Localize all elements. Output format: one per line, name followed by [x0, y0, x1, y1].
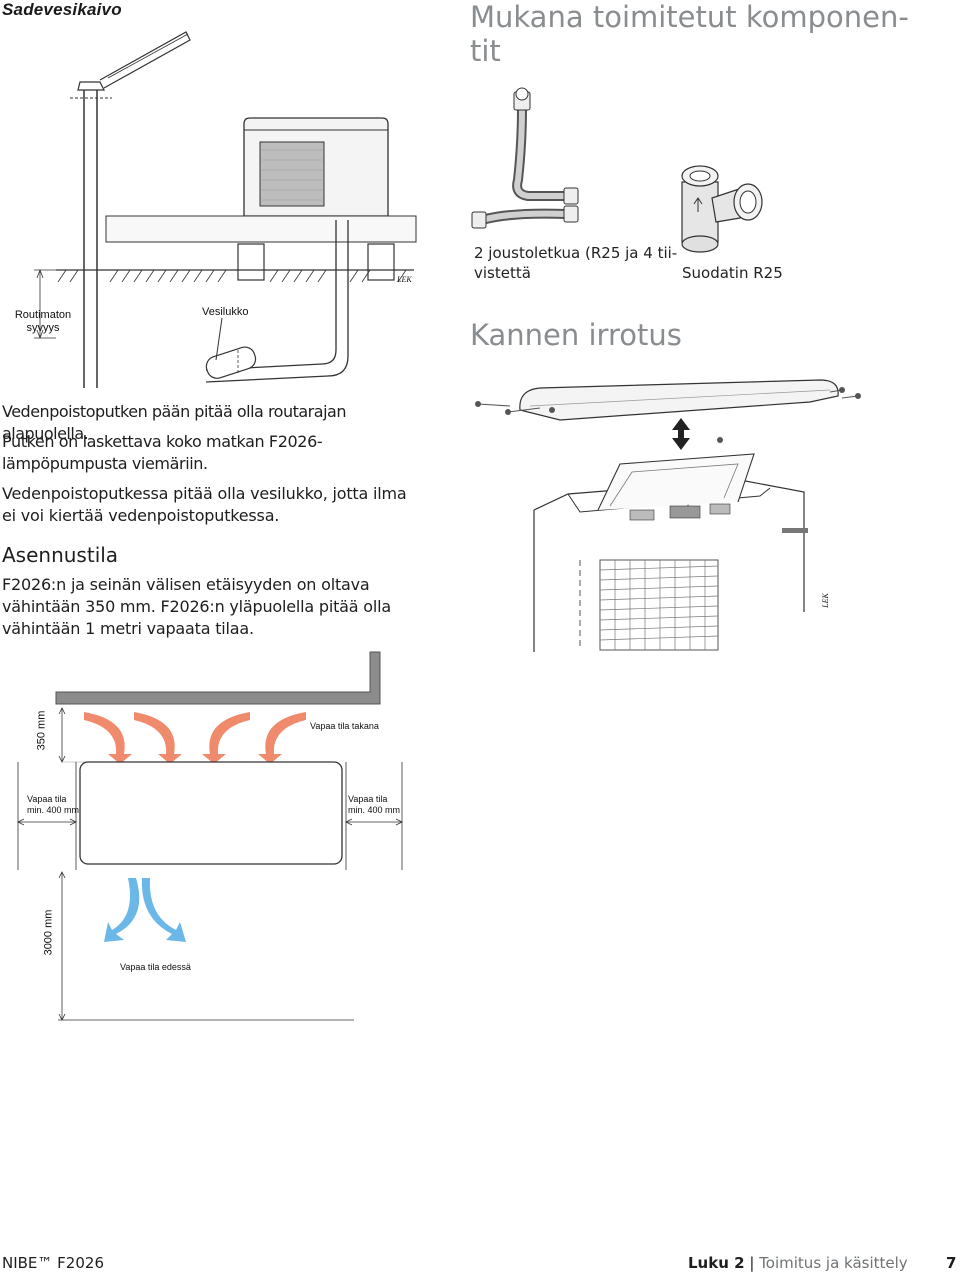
- clearance-diagram: [17, 651, 403, 1021]
- water-trap-label: Vesilukko: [202, 306, 249, 318]
- page-number: 7: [946, 1254, 957, 1272]
- section-title: Sadevesikaivo: [2, 0, 122, 19]
- drain-text-2: Putken on laskettava koko matkan F2026-l…: [2, 432, 323, 473]
- frost-depth-label: Routimaton syvyys: [14, 309, 72, 334]
- front-airflow-arrows: [104, 878, 186, 942]
- hose-caption: 2 joustoletkua (R25 ja 4 tii- vistettä: [474, 244, 678, 282]
- cover-stamp: LEK: [820, 593, 830, 608]
- filter-illustration: [681, 165, 763, 253]
- footer-separator: |: [749, 1254, 755, 1272]
- drain-stamp: LEK: [397, 275, 412, 284]
- installation-space-text: F2026:n ja seinän välisen etäisyyden on …: [2, 575, 391, 638]
- footer-chapter-name: Toimitus ja käsittely: [759, 1254, 908, 1272]
- footer-brand: NIBE™ F2026: [2, 1254, 104, 1272]
- cover-removal-title: Kannen irrotus: [470, 318, 682, 352]
- filter-caption: Suodatin R25: [682, 264, 783, 282]
- front-clearance-label: Vapaa tila edessä: [120, 962, 191, 972]
- rear-clearance-dimension: 350 mm: [35, 710, 48, 751]
- footer-chapter: Luku 2 | Toimitus ja käsittely: [688, 1254, 908, 1272]
- hose-illustration: [471, 87, 579, 229]
- rear-clearance-label: Vapaa tila takana: [310, 721, 379, 731]
- installation-space-heading: Asennustila: [2, 543, 119, 567]
- front-clearance-dimension: 3000 mm: [42, 909, 55, 956]
- right-clearance-label: Vapaa tila min. 400 mm: [348, 794, 401, 815]
- components-title: Mukana toimitetut komponen- tit: [470, 0, 909, 68]
- cover-removal-illustration: [475, 379, 861, 652]
- drain-text-1: Vedenpoistoputken pään pitää olla routar…: [2, 402, 346, 443]
- drain-diagram: [34, 31, 417, 388]
- lift-arrow-top: [672, 418, 690, 450]
- left-clearance-label: Vapaa tila min. 400 mm: [27, 794, 80, 815]
- footer-chapter-prefix: Luku 2: [688, 1254, 745, 1272]
- rear-airflow-arrows: [84, 712, 306, 764]
- drain-text-3: Vedenpoistoputkessa pitää olla vesilukko…: [2, 484, 407, 525]
